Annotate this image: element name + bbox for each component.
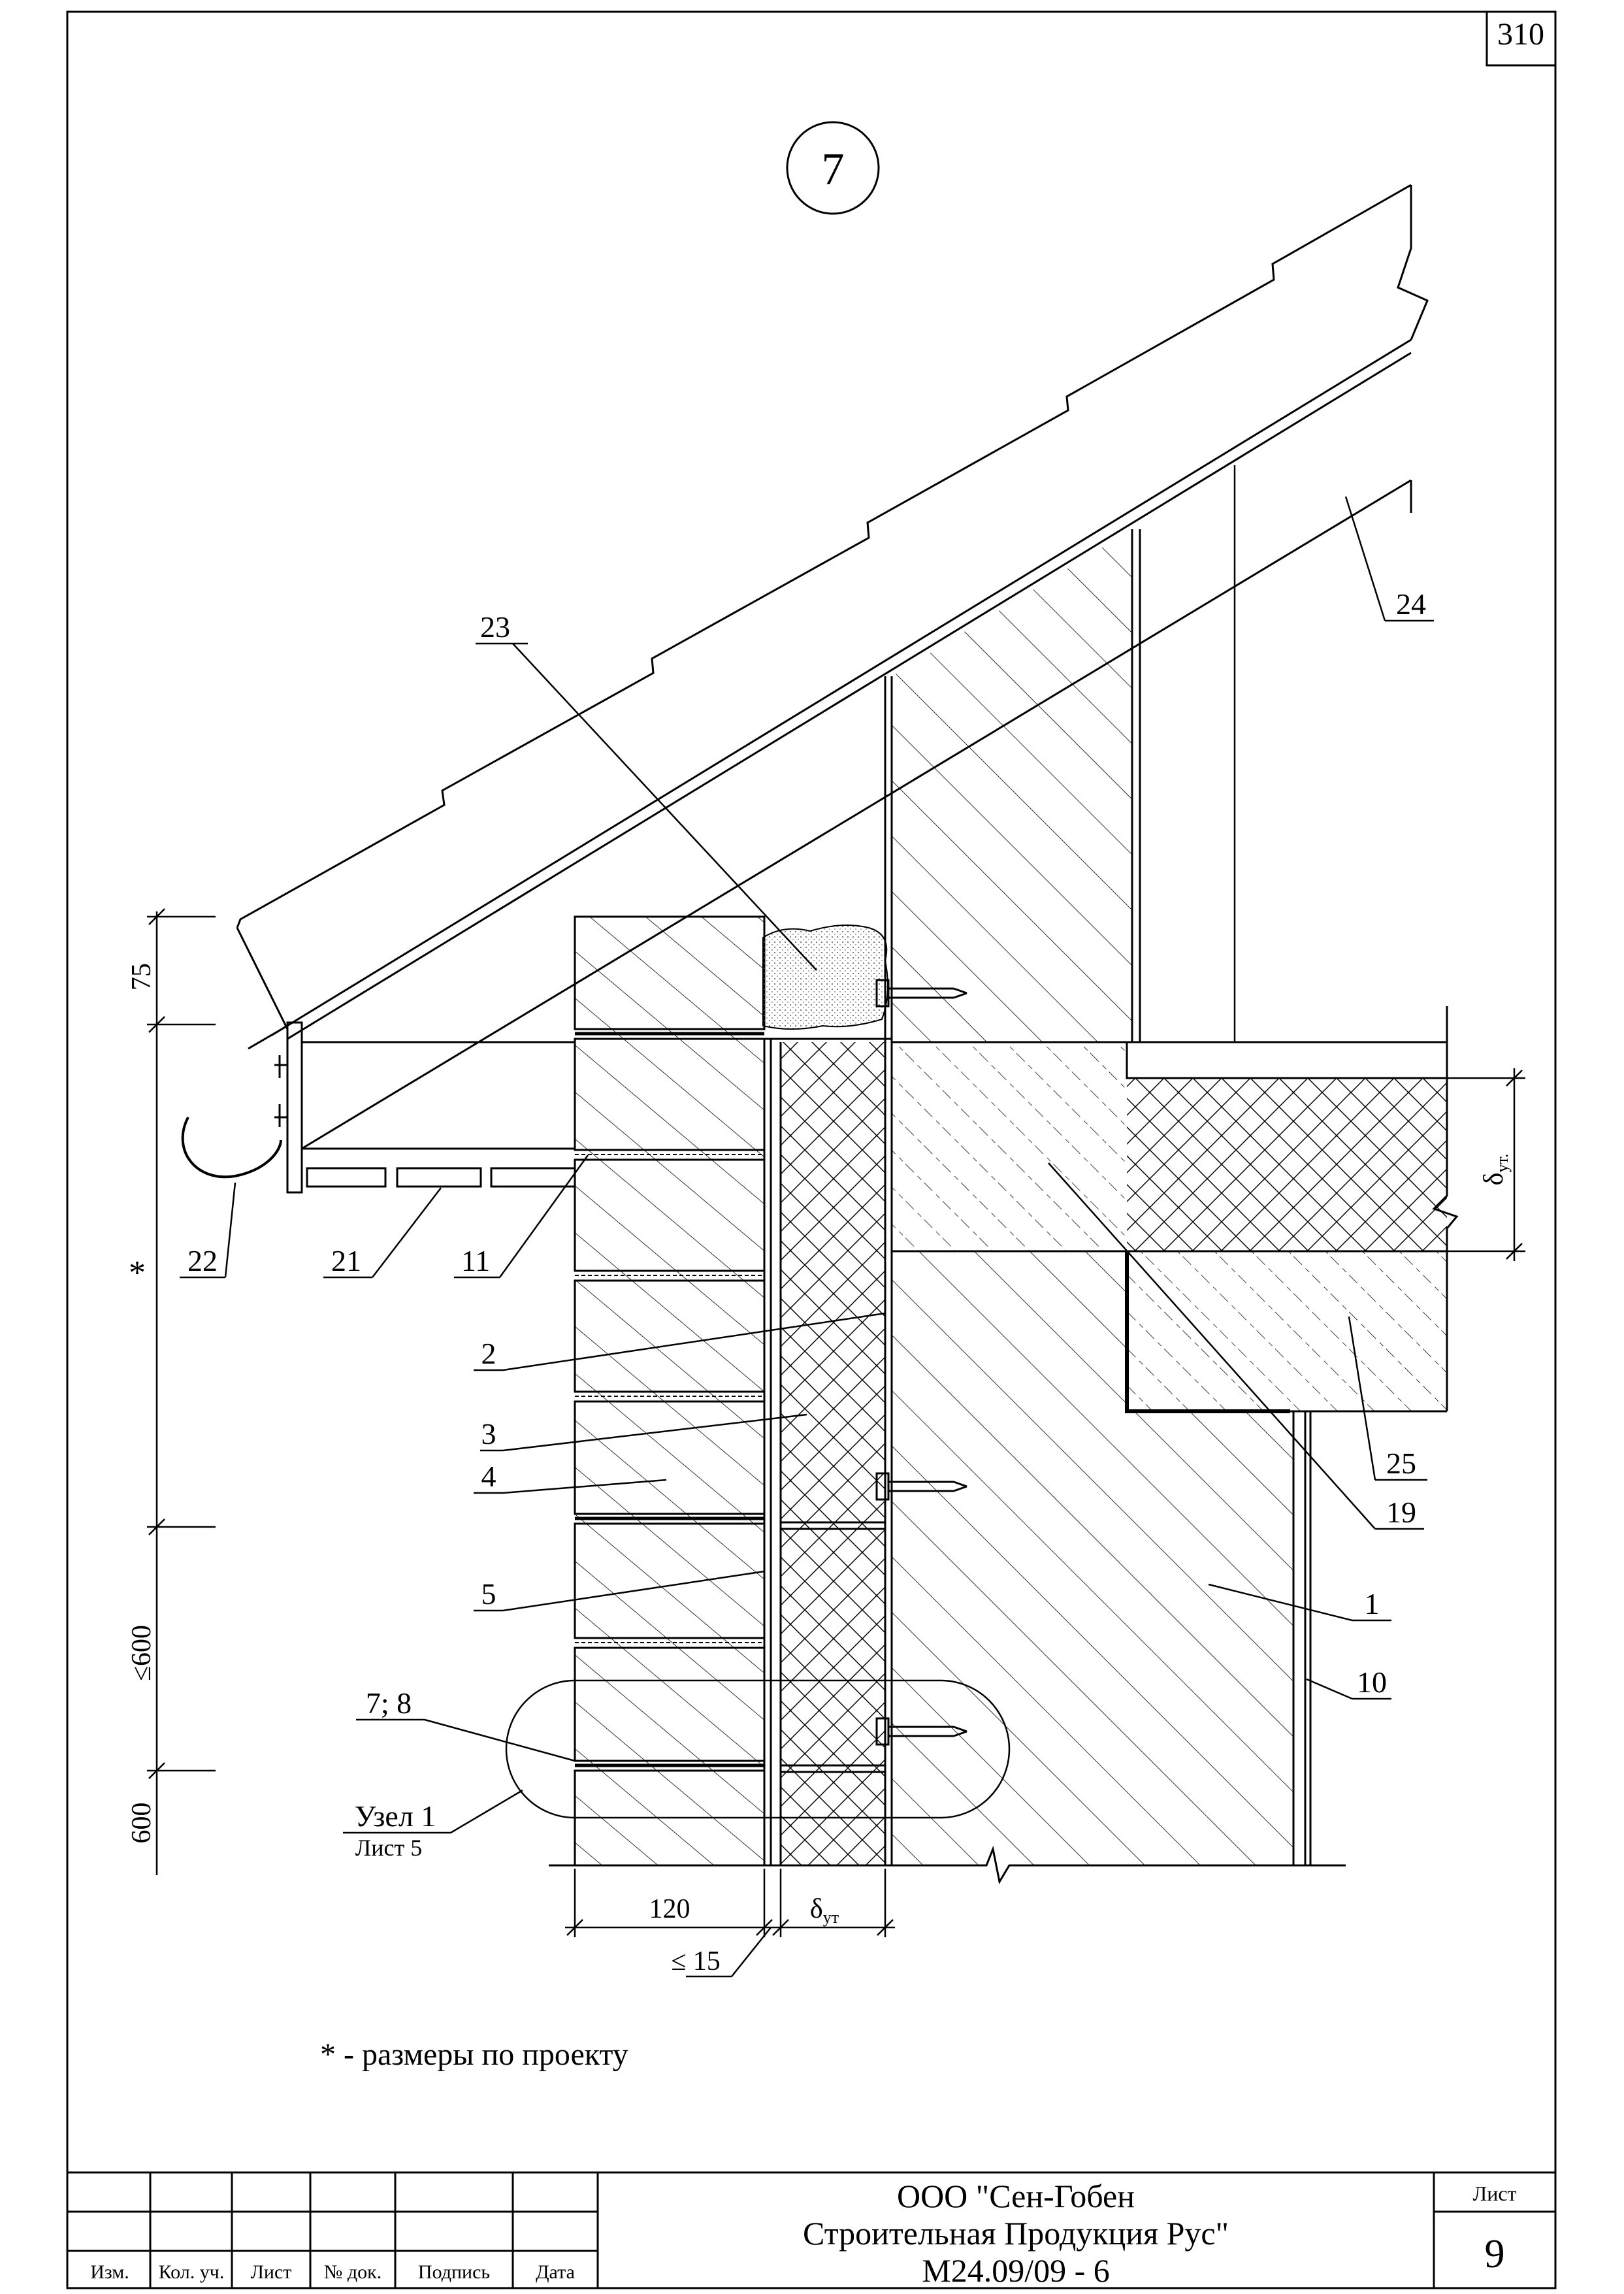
tb-sheet-label: Лист (1472, 2182, 1516, 2205)
callout-21: 21 (331, 1244, 361, 1277)
callout-4: 4 (481, 1460, 496, 1493)
vertical-dimension-chain (147, 908, 216, 1875)
ceiling-insulation-dimension (1447, 1068, 1525, 1261)
gutter (181, 1117, 282, 1179)
top-sheet-number: 310 (1497, 17, 1544, 52)
note-text: * - размеры по проекту (320, 2037, 628, 2072)
dim-15: ≤ 15 (671, 1946, 721, 1976)
callout-10: 10 (1357, 1665, 1387, 1699)
detail-oval (505, 1679, 1011, 1819)
foam-seal (762, 925, 888, 1030)
callout-5: 5 (481, 1577, 496, 1611)
wall-anchors (875, 979, 967, 1746)
callout-23: 23 (480, 610, 510, 644)
dim-600: 600 (127, 1803, 157, 1844)
dim-delta-wall: δут (810, 1894, 839, 1927)
ceiling-insulation (1126, 1006, 1459, 1251)
callout-22: 22 (187, 1244, 218, 1277)
dim-star: * (129, 1254, 146, 1292)
tb-company-line2: Строительная Продукция Рус" (803, 2215, 1229, 2252)
callout-3: 3 (481, 1417, 496, 1450)
callout-1: 1 (1365, 1587, 1380, 1620)
tb-header-sign: Подпись (418, 2261, 490, 2283)
inner-finish (1292, 1411, 1312, 1865)
fascia (248, 1021, 303, 1194)
callout-11: 11 (461, 1244, 490, 1277)
callout-25: 25 (1386, 1447, 1416, 1480)
dim-delta-ceiling: δут. (1479, 1154, 1512, 1186)
node-marker: 7 (786, 121, 880, 215)
title-block (67, 2171, 1555, 2288)
callout-labels: 23 24 22 21 11 2 3 4 5 7; 8 1 10 25 19 У… (187, 587, 1426, 1861)
node-ref-title: Узел 1 (355, 1799, 436, 1833)
sheet-frame (66, 10, 1557, 2289)
tb-company-line1: ООО "Сен-Гобен (897, 2178, 1135, 2214)
bottom-break-line (549, 1845, 1346, 1885)
dim-120: 120 (649, 1894, 690, 1924)
roof-covering (236, 184, 1429, 1150)
bottom-dimension-chain (565, 1869, 895, 1978)
tb-header-izm: Изм. (90, 2261, 129, 2283)
title-block-headers: Изм. Кол. уч. Лист № док. Подпись Дата (90, 2261, 575, 2283)
brick-cladding (574, 915, 766, 1867)
callout-2: 2 (481, 1337, 496, 1370)
tb-header-kol-uch: Кол. уч. (159, 2261, 225, 2283)
dim-600-max: ≤600 (127, 1625, 157, 1681)
soffit (302, 1041, 576, 1188)
node-ref-sheet: Лист 5 (355, 1835, 422, 1861)
wall-insulation (763, 1038, 892, 1865)
floor-layer (1125, 1251, 1448, 1413)
dim-75: 75 (127, 963, 157, 991)
node-number: 7 (822, 144, 845, 195)
tb-doc-code: М24.09/09 - 6 (922, 2252, 1110, 2289)
tb-sheet-value: 9 (1485, 2232, 1505, 2276)
callout-7-8: 7; 8 (366, 1686, 412, 1720)
callout-19: 19 (1386, 1496, 1416, 1529)
tb-header-list: Лист (251, 2261, 292, 2283)
callout-24: 24 (1396, 587, 1426, 621)
leader-lines (180, 496, 1434, 1834)
tb-header-date: Дата (536, 2261, 575, 2283)
tb-header-doc: № док. (324, 2261, 382, 2283)
